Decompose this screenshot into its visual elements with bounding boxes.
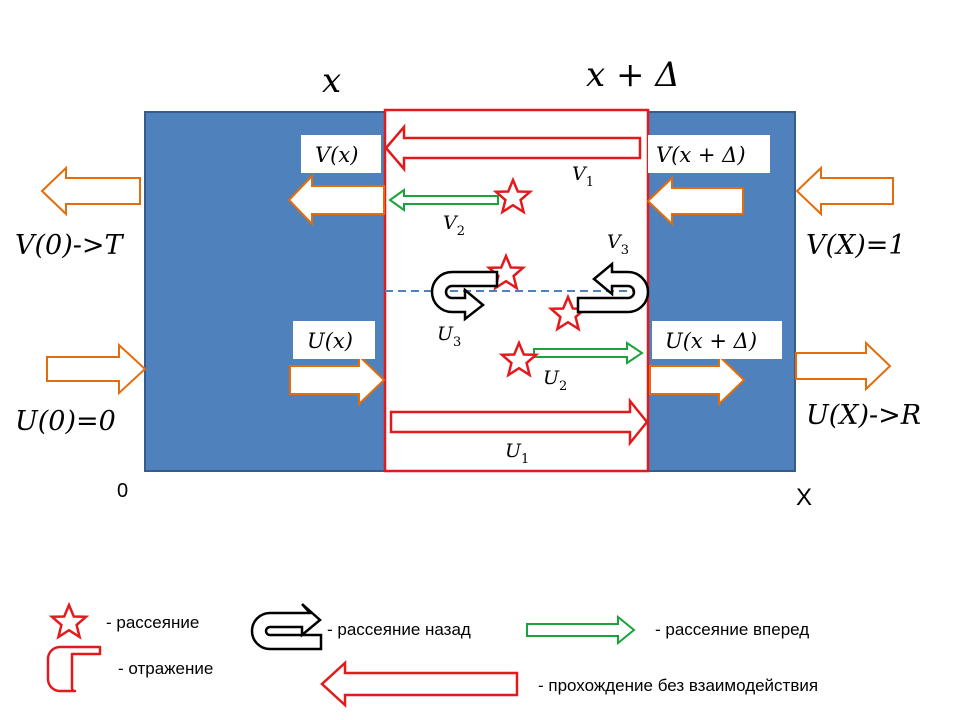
label-v0: V(0)->T [15, 230, 124, 261]
legend-pass-through: - прохождение без взаимодействия [538, 676, 818, 695]
arrow-uX-out [795, 340, 892, 392]
legend-reflection-shape [46, 645, 102, 693]
arrow-u1 [389, 397, 649, 447]
legend-forward-scattering: - рассеяние вперед [655, 620, 809, 639]
arrow-uxd [649, 353, 746, 407]
label-zero: 0 [117, 480, 128, 502]
label-u3: U3 [437, 323, 461, 350]
arrow-vX-in [795, 165, 894, 217]
legend-forward-icon [526, 614, 636, 646]
label-vxd: V(x + Δ) [656, 143, 746, 167]
backscatter-v3 [576, 261, 650, 314]
arrow-ux [289, 353, 386, 407]
label-u1: U1 [505, 440, 529, 467]
label-ux: U(x) [307, 329, 353, 353]
legend-reflection: - отражение [118, 659, 213, 678]
label-u2: U2 [543, 367, 567, 394]
arrow-u2 [533, 341, 644, 365]
arrow-v0-out [40, 165, 141, 217]
label-x-delta-top: x + Δ [586, 55, 680, 95]
label-x-top: x [322, 61, 341, 101]
box-vx [301, 135, 381, 173]
legend-backscatter-icon [250, 603, 323, 651]
label-vX: V(X)=1 [806, 230, 906, 261]
box-uxd [652, 321, 782, 359]
arrow-vx [287, 173, 385, 227]
legend-pass-icon [320, 660, 519, 708]
backscatter-u3 [430, 270, 499, 322]
arrow-v1 [384, 123, 642, 173]
label-vx: V(x) [315, 143, 358, 167]
label-X: X [796, 484, 812, 511]
label-v1: V1 [572, 163, 594, 190]
label-uxd: U(x + Δ) [665, 329, 757, 353]
arrow-vxd [646, 175, 744, 227]
label-v3: V3 [607, 231, 629, 258]
box-ux [293, 321, 375, 359]
legend-back-scattering: - рассеяние назад [327, 620, 471, 639]
legend-star-icon [50, 603, 88, 639]
arrow-v2 [388, 188, 499, 212]
arrow-u0-in [46, 342, 147, 396]
label-u0: U(0)=0 [15, 406, 116, 437]
box-vxd [648, 135, 770, 173]
label-uX: U(X)->R [806, 400, 921, 431]
legend-scattering: - рассеяние [106, 613, 199, 632]
label-v2: V2 [443, 212, 465, 239]
